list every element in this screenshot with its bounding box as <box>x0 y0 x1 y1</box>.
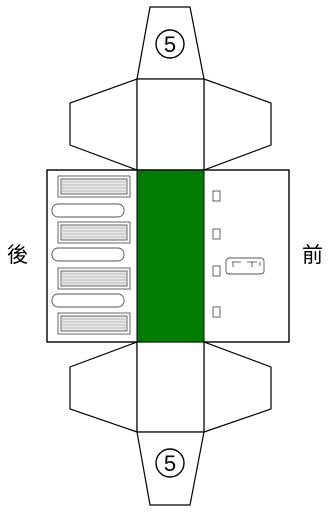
top-number-circle <box>155 29 185 59</box>
bottom-number-circle <box>155 448 185 478</box>
top-number: 5 <box>164 32 176 57</box>
small-window <box>212 265 221 277</box>
front-side-details <box>212 190 265 318</box>
small-window <box>212 228 221 240</box>
louver-panel <box>57 221 131 244</box>
top-right-flap <box>203 78 272 171</box>
bottom-number: 5 <box>164 451 176 476</box>
front-label: 前 <box>302 243 323 267</box>
top-left-flap <box>69 78 138 171</box>
bottom-left-flap <box>69 341 138 433</box>
small-window <box>212 190 221 202</box>
rear-side-details <box>51 175 131 335</box>
top-center-panel <box>136 78 205 171</box>
center-green-band <box>136 169 205 343</box>
louver-panel <box>57 175 131 198</box>
bottom-right-flap <box>203 341 272 433</box>
rounded-slot <box>51 293 125 308</box>
small-window <box>212 306 221 318</box>
louver-panel <box>57 267 131 290</box>
bottom-center-panel <box>136 341 205 433</box>
rear-label: 後 <box>7 243 28 267</box>
rounded-slot <box>51 203 125 218</box>
louver-panel <box>57 312 131 335</box>
rounded-slot <box>51 247 125 262</box>
front-plate <box>225 257 265 275</box>
